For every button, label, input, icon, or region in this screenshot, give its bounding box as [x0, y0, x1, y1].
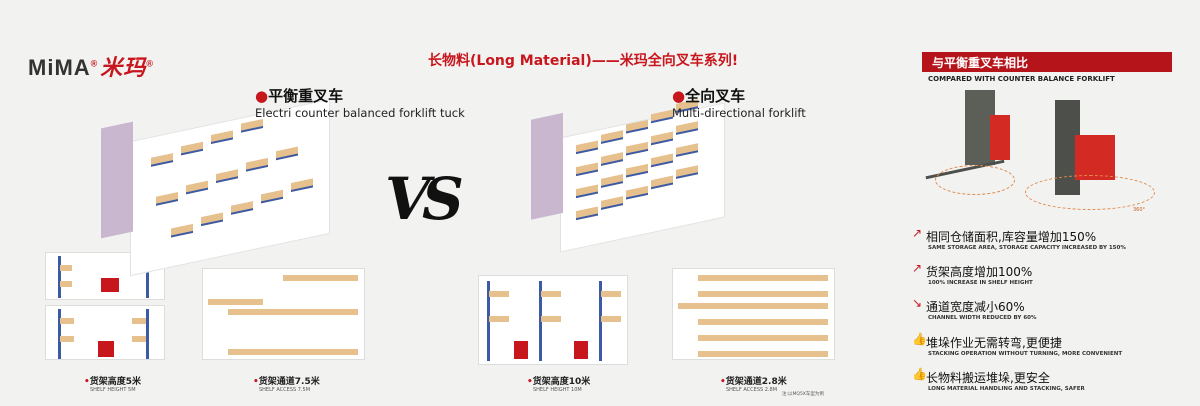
- feature-shelf-height: ↗货架高度增加100%100% INCREASE IN SHELF HEIGHT: [912, 261, 1033, 286]
- shelf-height-10m-diagram: [478, 275, 628, 365]
- shelf-access-7-5m-diagram: [202, 268, 365, 360]
- rotation-angle-label: 360°: [1133, 207, 1146, 213]
- warehouse-wall: [101, 121, 133, 239]
- left-heading-cn: 平衡重叉车: [268, 87, 344, 105]
- mima-logo: MiMA®米玛®: [28, 55, 154, 80]
- forklift-icon: [101, 278, 119, 292]
- shelf-access-2-8m-diagram: [672, 268, 835, 360]
- forklift-icon: [98, 341, 114, 357]
- multidirectional-warehouse-illustration: [531, 99, 725, 253]
- forklift-icon: [514, 341, 528, 359]
- left-heading-en: Electri counter balanced forklift tuck: [255, 106, 465, 120]
- thumbs-up-icon: 👍: [912, 332, 927, 346]
- model-note: 注:以MQ5X车型为例: [782, 392, 824, 397]
- forklift-icon: [574, 341, 588, 359]
- warehouse-wall: [531, 112, 563, 220]
- right-heading-en: Multi-directional forklift: [672, 106, 806, 120]
- page-title: 长物料(Long Material)——米玛全向叉车系列!: [428, 53, 739, 69]
- shelf-height-5m-diagram-bottom: [45, 305, 165, 360]
- feature-storage-capacity: ↗相同仓储面积,库容量增加150%SAME STORAGE AREA, STOR…: [912, 226, 1126, 251]
- counterbalance-warehouse-illustration: [101, 98, 330, 277]
- right-heading: ●全向叉车 Multi-directional forklift: [672, 87, 806, 120]
- arrow-up-icon: ↗: [912, 226, 923, 240]
- forklift-comparison-image: 360°: [925, 85, 1175, 215]
- thumbs-up-icon: 👍: [912, 367, 927, 381]
- right-heading-cn: 全向叉车: [685, 87, 746, 105]
- comparison-header: 与平衡重叉车相比: [922, 52, 1172, 72]
- feature-channel-width: ↘通道宽度减小60%CHANNEL WIDTH REDUCED BY 60%: [912, 296, 1037, 321]
- vs-label: VS: [385, 165, 464, 233]
- arrow-down-icon: ↘: [912, 296, 923, 310]
- comparison-subheader: COMPARED WITH COUNTER BALANCE FORKLIFT: [928, 75, 1115, 83]
- left-heading: ●平衡重叉车 Electri counter balanced forklift…: [255, 87, 465, 120]
- arrow-up-icon: ↗: [912, 261, 923, 275]
